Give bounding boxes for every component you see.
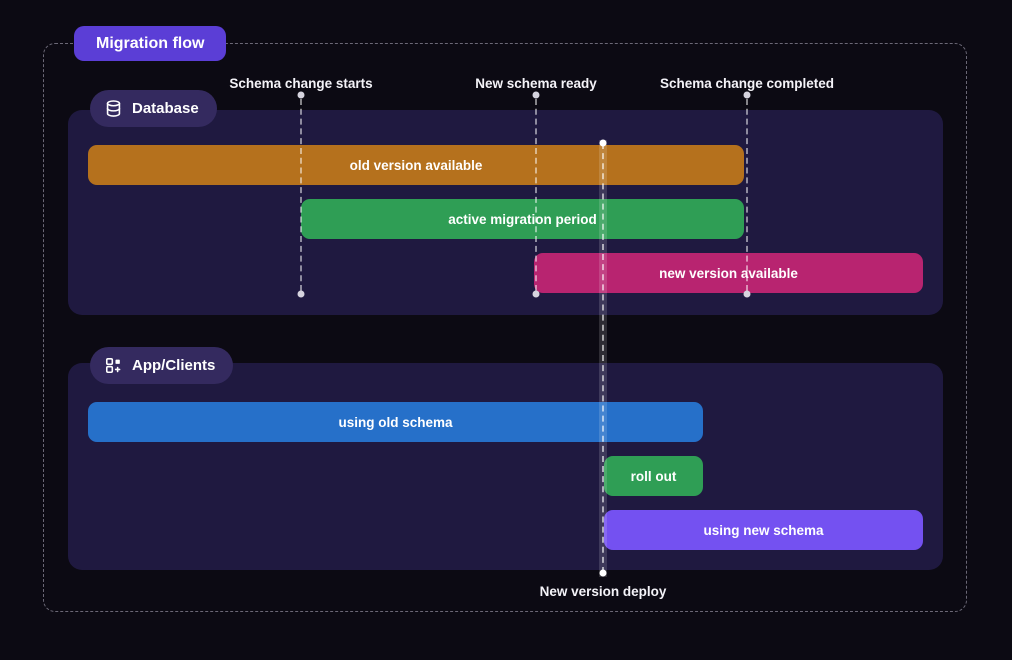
event-dot [599,139,607,147]
event-dot [532,91,540,99]
event-dot [599,569,607,577]
bar-active-migration-period: active migration period [301,199,744,239]
event-line-schema-change-completed [746,99,748,291]
bar-old-version-available: old version available [88,145,744,185]
event-line-schema-change-starts [300,99,302,291]
diagram-title-badge: Migration flow [74,26,227,61]
event-dot [297,290,305,298]
bar-using-new-schema: using new schema [604,510,923,550]
bar-new-version-available: new version available [534,253,923,293]
app-clients-lane-label: App/Clients [132,357,216,374]
app-clients-lane-pill: App/Clients [90,347,234,384]
event-dot [743,290,751,298]
event-label-schema-change-completed: Schema change completed [659,76,835,91]
event-label-new-version-deploy: New version deploy [539,584,667,599]
event-dot [532,290,540,298]
bar-roll-out: roll out [604,456,703,496]
event-label-schema-change-starts: Schema change starts [229,76,373,91]
event-label-new-schema-ready: New schema ready [475,76,597,91]
event-line-new-schema-ready [535,99,537,291]
diagram-title: Migration flow [96,34,205,52]
event-dot [297,91,305,99]
apps-icon [104,356,123,375]
database-lane-pill: Database [90,90,217,127]
database-icon [104,99,123,118]
event-dot [743,91,751,99]
bar-using-old-schema: using old schema [88,402,703,442]
diagram-dashed-border [43,43,967,612]
database-lane-label: Database [132,100,199,117]
event-line-new-version-deploy [602,143,604,573]
